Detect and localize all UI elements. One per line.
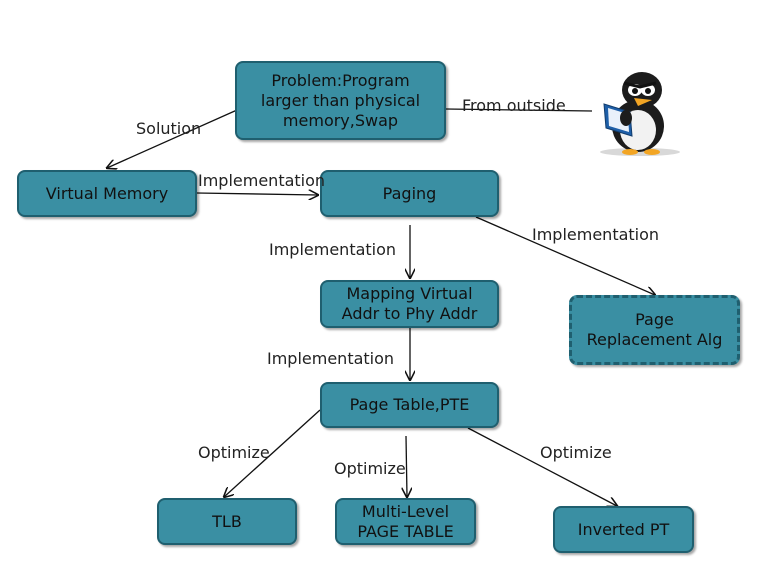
edge-pagetable-to-inverted [467,427,617,506]
node-page-replacement: Page Replacement Alg [569,295,740,365]
edge-vm-to-paging [196,193,318,195]
node-multi-level: Multi-Level PAGE TABLE [335,498,476,545]
label-impl-vm-paging: Implementation [198,171,326,190]
node-virtual-memory: Virtual Memory [17,170,197,217]
penguin-reading-book-icon [600,72,680,156]
label-opt-tlb: Optimize [198,443,270,462]
label-impl-paging-replacement: Implementation [532,225,660,244]
label-impl-paging-mapping: Implementation [269,240,397,259]
node-page-table: Page Table,PTE [320,382,499,428]
edge-pagetable-to-multilevel [406,435,407,497]
edge-pagetable-to-tlb [224,409,321,497]
label-from-outside: From outside [462,96,566,115]
node-mapping: Mapping Virtual Addr to Phy Addr [320,280,499,328]
edge-paging-to-replacement [475,216,655,295]
node-problem: Problem:Program larger than physical mem… [235,61,446,140]
node-paging: Paging [320,170,499,217]
node-inverted-pt: Inverted PT [553,506,694,553]
label-impl-mapping-pagetable: Implementation [267,349,395,368]
label-opt-multilevel: Optimize [334,459,406,478]
edge-problem-to-virtual-memory [107,109,238,168]
label-opt-inverted: Optimize [540,443,612,462]
label-solution: Solution [136,119,202,138]
node-tlb: TLB [157,498,297,545]
edge-outside-to-problem [445,108,593,112]
